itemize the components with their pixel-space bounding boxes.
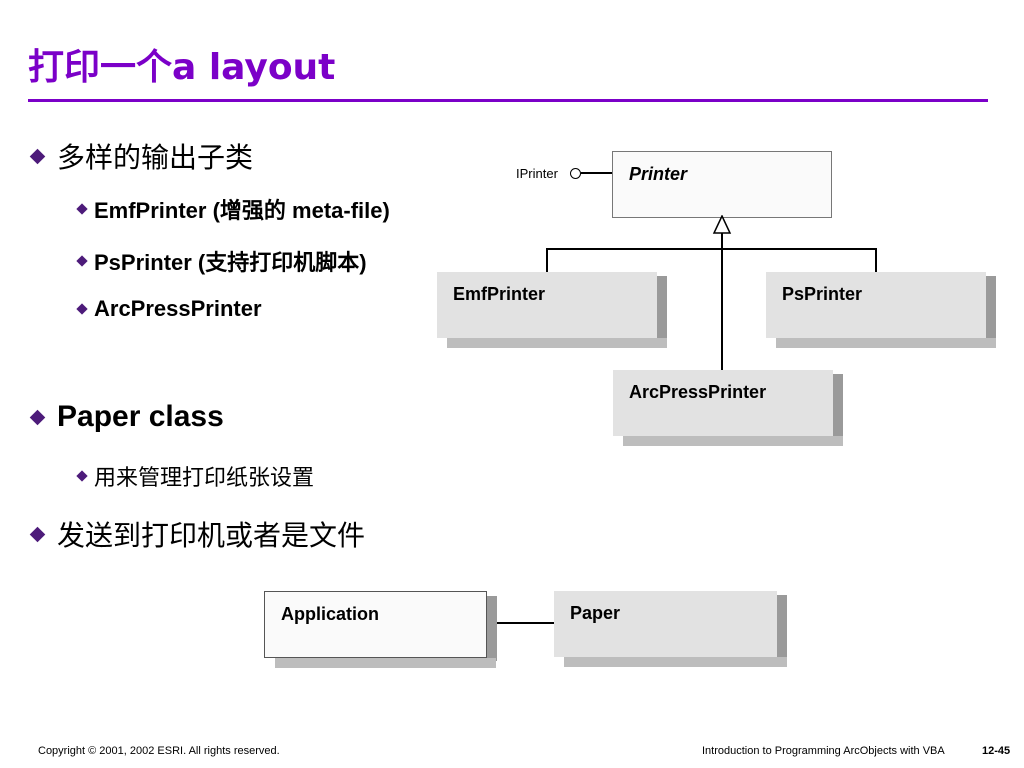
title-divider xyxy=(28,99,988,102)
paper-class-label: Paper xyxy=(570,603,621,623)
diamond-bullet-icon xyxy=(29,409,46,425)
psprinter-class-label: PsPrinter xyxy=(782,284,863,304)
box-shadow-right xyxy=(986,276,996,342)
footer-course-title: Introduction to Programming ArcObjects w… xyxy=(702,745,945,757)
paper-class-box: Paper xyxy=(554,591,787,667)
interface-connector-line xyxy=(581,172,613,174)
box-shadow-right xyxy=(487,596,497,661)
association-line xyxy=(497,622,554,624)
psprinter-class-box: PsPrinter xyxy=(766,272,996,348)
sub-bullet-text: EmfPrinter (增强的 meta-file) xyxy=(94,198,390,223)
interface-lollipop-icon xyxy=(570,168,581,179)
arcpressprinter-class-label: ArcPressPrinter xyxy=(629,382,767,402)
box-shadow-bottom xyxy=(275,658,496,668)
box-shadow-right xyxy=(777,595,787,661)
box-shadow-bottom xyxy=(623,436,843,446)
inheritance-horizontal-line xyxy=(546,248,877,250)
box-shadow-right xyxy=(833,374,843,440)
diamond-bullet-icon xyxy=(76,303,88,315)
sub-bullet-text: ArcPressPrinter xyxy=(94,296,262,321)
footer-page-number: 12-45 xyxy=(982,745,1011,757)
diamond-bullet-icon xyxy=(76,255,88,267)
application-class-box: Application xyxy=(264,591,497,668)
inheritance-arrow-icon xyxy=(712,215,732,234)
bullet-output-subclasses: 多样的输出子类 xyxy=(28,136,253,176)
emfprinter-class-label: EmfPrinter xyxy=(453,284,546,304)
bullet-text: 多样的输出子类 xyxy=(57,141,254,174)
bullet-text: 发送到打印机或者是文件 xyxy=(57,519,366,552)
sub-bullet-emfprinter: EmfPrinter (增强的 meta-file) xyxy=(76,193,390,225)
emfprinter-class-box: EmfPrinter xyxy=(437,272,667,348)
inheritance-vertical-line xyxy=(721,233,723,370)
inheritance-branch-emf xyxy=(546,248,548,272)
sub-bullet-arcpressprinter: ArcPressPrinter xyxy=(76,296,262,322)
diamond-bullet-icon xyxy=(29,148,46,164)
sub-bullet-paper-settings: 用来管理打印纸张设置 xyxy=(76,460,314,492)
iprinter-interface-label: IPrinter xyxy=(516,166,558,181)
bullet-send-to-printer: 发送到打印机或者是文件 xyxy=(28,514,365,554)
sub-bullet-text: PsPrinter (支持打印机脚本) xyxy=(94,250,367,275)
application-class-label: Application xyxy=(281,604,379,624)
sub-bullet-psprinter: PsPrinter (支持打印机脚本) xyxy=(76,245,367,277)
page-title: 打印一个a layout xyxy=(28,47,336,88)
printer-class-label: Printer xyxy=(629,164,688,184)
box-shadow-bottom xyxy=(447,338,667,348)
arcpressprinter-class-box: ArcPressPrinter xyxy=(613,370,843,446)
printer-class-box: Printer xyxy=(612,151,832,218)
bullet-text: Paper class xyxy=(57,400,224,433)
sub-bullet-text: 用来管理打印纸张设置 xyxy=(94,466,315,491)
diamond-bullet-icon xyxy=(76,203,88,215)
box-shadow-bottom xyxy=(776,338,996,348)
diamond-bullet-icon xyxy=(76,470,88,482)
diamond-bullet-icon xyxy=(29,526,46,542)
box-shadow-bottom xyxy=(564,657,787,667)
box-shadow-right xyxy=(657,276,667,342)
inheritance-branch-ps xyxy=(875,248,877,272)
bullet-paper-class: Paper class xyxy=(28,400,224,434)
footer-copyright: Copyright © 2001, 2002 ESRI. All rights … xyxy=(38,745,280,757)
